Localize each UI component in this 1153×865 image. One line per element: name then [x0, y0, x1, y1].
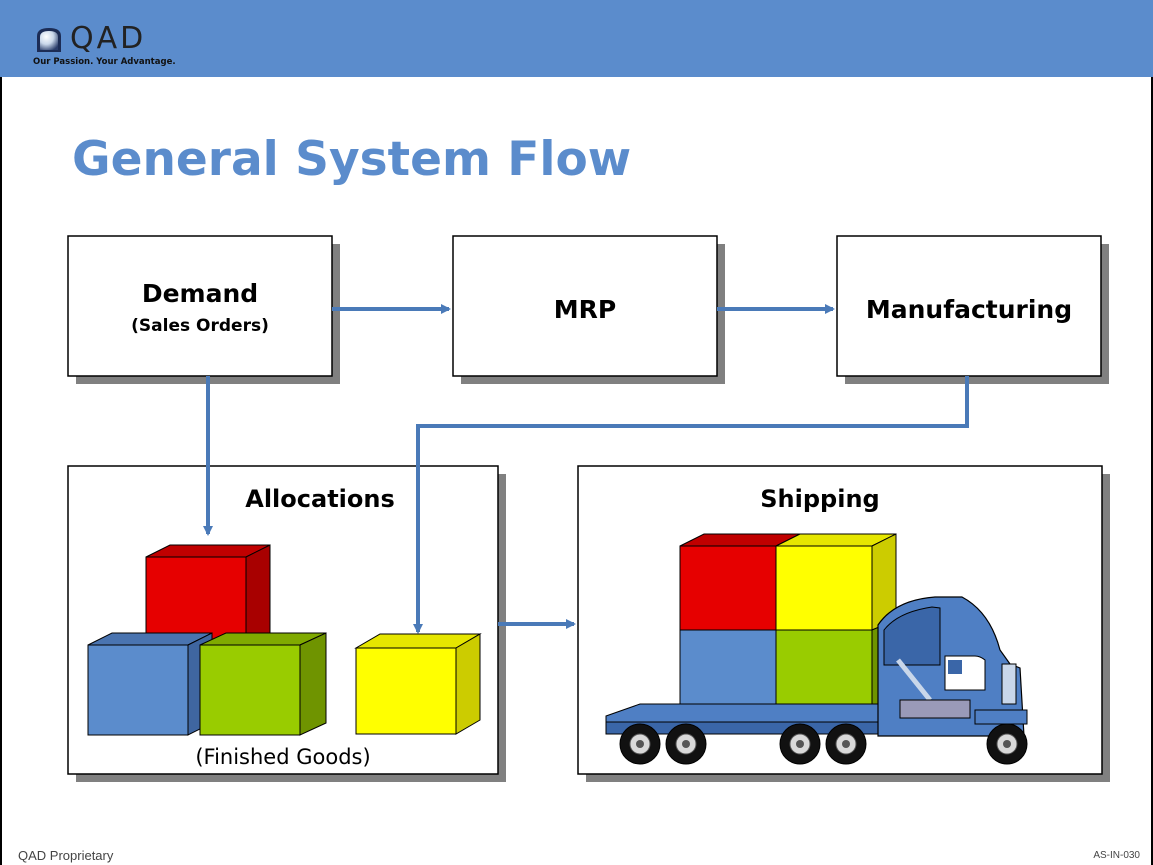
node-manufacturing-label: Manufacturing — [865, 295, 1073, 324]
node-manufacturing-box — [836, 235, 1102, 377]
cube-icon-red — [145, 544, 271, 646]
footer-proprietary: QAD Proprietary — [18, 848, 114, 863]
node-demand-label: Demand — [141, 279, 259, 308]
cube-icon-green — [199, 632, 327, 736]
node-allocations-caption: (Finished Goods) — [195, 745, 371, 769]
truck-icon — [605, 533, 1028, 765]
node-allocations-label: Allocations — [245, 485, 395, 513]
logo-tagline: Our Passion. Your Advantage. — [33, 57, 176, 67]
node-shipping-label: Shipping — [760, 485, 880, 513]
edge-manufacturing-allocations — [413, 376, 969, 634]
logo-wordmark: QAD — [70, 21, 147, 56]
node-demand-sublabel: (Sales Orders) — [131, 316, 269, 336]
qad-globe-logo-icon — [37, 28, 61, 52]
node-mrp-box — [452, 235, 718, 377]
page-title: General System Flow — [72, 132, 632, 187]
node-mrp-label: MRP — [553, 295, 617, 324]
cube-icon-yellow — [354, 633, 482, 735]
cube-icon-blue — [87, 632, 213, 736]
footer-doc-code: AS-IN-030 — [1093, 850, 1140, 861]
header-bar: QAD Our Passion. Your Advantage. — [0, 0, 1153, 77]
node-demand-box — [67, 235, 333, 377]
